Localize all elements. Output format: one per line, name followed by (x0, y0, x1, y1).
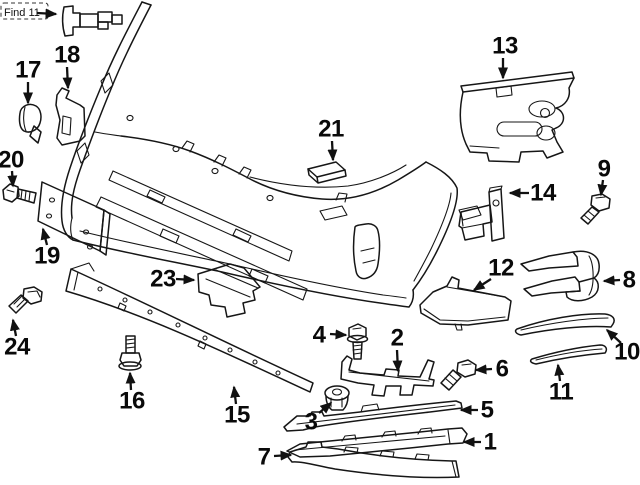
part-7-lower-valance-drawing (287, 441, 460, 479)
callout-arrow-21 (327, 140, 338, 162)
bumper-cover-drawing (60, 1, 482, 308)
part-24-bolt-drawing (8, 286, 43, 314)
callout-arrow-20 (7, 170, 18, 188)
part-23-center-bracket-drawing (197, 263, 261, 318)
grille-slot (95, 196, 308, 301)
callout-arrow-16 (125, 371, 136, 391)
callout-10[interactable]: 10 (614, 339, 640, 366)
callout-12[interactable]: 12 (488, 255, 514, 282)
part-3-nut-drawing (324, 385, 350, 411)
callout-arrow-15 (230, 385, 241, 405)
sensor-hole (172, 145, 180, 153)
bumper-diamond-hole (100, 72, 114, 94)
find-link-arrow (36, 8, 58, 19)
part-16-bolt-drawing (118, 335, 142, 371)
part-6-bolt-drawing (440, 359, 477, 391)
callout-24[interactable]: 24 (4, 334, 31, 361)
callout-4[interactable]: 4 (313, 322, 328, 349)
callout-arrow-9 (597, 179, 608, 197)
part-13-bumper-side-support-drawing (459, 71, 575, 163)
callout-7[interactable]: 7 (258, 444, 272, 471)
find-link-label[interactable]: Find 11 (4, 7, 40, 19)
part-1-molding-strip-drawing (286, 427, 468, 458)
grille-slot (108, 170, 293, 262)
find-link[interactable]: Find 11 (0, 2, 58, 20)
callout-9[interactable]: 9 (598, 156, 612, 183)
part-21-tow-hook-cover-drawing (307, 161, 347, 184)
callout-1[interactable]: 1 (484, 429, 498, 456)
callout-18[interactable]: 18 (54, 42, 80, 69)
part-17-clip-drawing (18, 103, 42, 144)
callout-15[interactable]: 15 (224, 402, 250, 429)
callout-16[interactable]: 16 (119, 388, 145, 415)
callout-2[interactable]: 2 (391, 325, 405, 352)
callout-arrow-24 (10, 318, 20, 337)
callout-11[interactable]: 11 (549, 379, 574, 406)
part-10-trim-strip-drawing (514, 313, 615, 336)
callout-arrow-12 (472, 278, 492, 291)
callout-arrow-8 (602, 275, 621, 286)
callout-14[interactable]: 14 (530, 180, 557, 207)
callout-17[interactable]: 17 (15, 57, 41, 84)
callout-arrow-11 (554, 363, 565, 382)
part-15-lower-reinforcement-bar-drawing (65, 262, 314, 393)
callout-23[interactable]: 23 (150, 266, 176, 293)
callout-arrow-6 (474, 364, 493, 375)
part-12-air-deflector-drawing (419, 276, 512, 331)
fog-lamp-opening (352, 223, 381, 280)
part-20-bolt-drawing (2, 183, 37, 204)
part-19-license-plate-bracket-drawing (37, 181, 111, 256)
callout-6[interactable]: 6 (496, 356, 510, 383)
part-14-side-bracket-drawing (458, 185, 505, 242)
callout-20[interactable]: 20 (0, 147, 24, 174)
callout-arrow-18 (62, 66, 73, 90)
part-8-fog-lamp-bezel-drawing (520, 250, 600, 302)
part-9-bolt-drawing (580, 193, 611, 225)
part-5-molding-strip-drawing (283, 400, 463, 432)
callout-5[interactable]: 5 (481, 397, 495, 424)
callout-arrow-23 (175, 274, 196, 285)
part-11-trim-strip-drawing (529, 344, 608, 365)
part-18-side-bracket-drawing (55, 87, 86, 146)
part-22-parking-sensor-drawing (61, 5, 123, 37)
callout-21[interactable]: 21 (318, 116, 344, 143)
callout-arrow-10 (605, 328, 622, 344)
callout-19[interactable]: 19 (34, 243, 60, 270)
callout-13[interactable]: 13 (492, 33, 518, 60)
sensor-hole (266, 194, 274, 202)
callout-arrow-3 (318, 402, 333, 414)
callout-arrow-4 (329, 329, 348, 340)
callout-8[interactable]: 8 (623, 267, 637, 294)
callout-3[interactable]: 3 (305, 409, 319, 436)
part-2-center-support-bracket-drawing (340, 355, 435, 397)
callout-arrow-2 (392, 349, 403, 373)
bumper-diamond-hole (76, 142, 90, 164)
sensor-hole (211, 167, 219, 175)
callout-arrow-7 (273, 450, 293, 461)
callout-arrow-19 (40, 227, 51, 246)
tow-hook-hole (319, 205, 348, 221)
sensor-hole (126, 114, 134, 122)
part-4-bolt-drawing (346, 323, 369, 360)
